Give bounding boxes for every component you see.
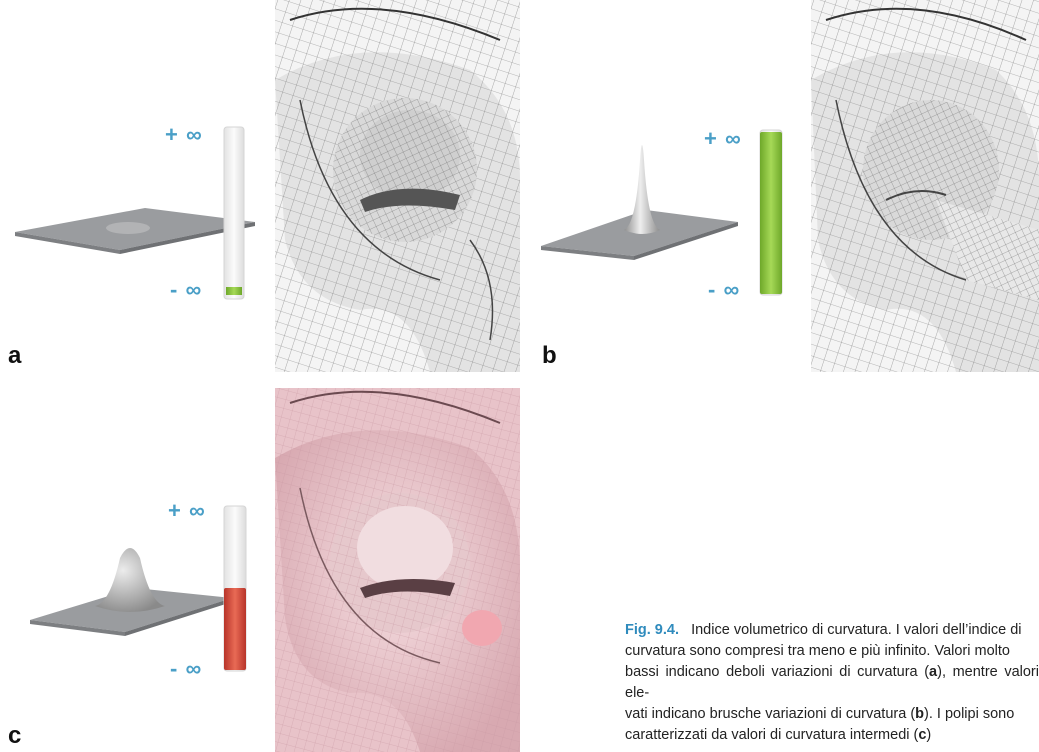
panel-letter: a bbox=[8, 342, 21, 370]
panel-b-graphic bbox=[536, 0, 1039, 372]
caption-text: ) bbox=[926, 727, 931, 743]
panel-letter: c bbox=[8, 722, 21, 750]
panel-b: + ∞ - ∞ b bbox=[536, 0, 1039, 372]
caption-line: vati indicano brusche variazioni di curv… bbox=[625, 704, 1039, 725]
panel-a-graphic bbox=[0, 0, 520, 372]
caption-line: curvatura sono compresi tra meno e più i… bbox=[625, 641, 1039, 662]
minus-infinity-label: - ∞ bbox=[170, 277, 202, 303]
panel-a: + ∞ - ∞ a bbox=[0, 0, 520, 372]
plus-infinity-label: + ∞ bbox=[704, 126, 742, 152]
caption-text: bassi indicano deboli variazioni di curv… bbox=[625, 664, 929, 680]
caption-line: caratterizzati da valori di curvatura in… bbox=[625, 725, 1039, 746]
caption-line: Fig. 9.4. Indice volumetrico di curvatur… bbox=[625, 620, 1039, 641]
caption-ref: a bbox=[929, 664, 937, 680]
caption-ref: b bbox=[915, 706, 924, 722]
panel-letter: b bbox=[542, 342, 557, 370]
caption-text: vati indicano brusche variazioni di curv… bbox=[625, 706, 915, 722]
curvature-bar-fill bbox=[224, 588, 246, 670]
colon-mesh-image bbox=[811, 0, 1039, 372]
minus-infinity-label: - ∞ bbox=[170, 656, 202, 682]
caption-text: ). I polipi sono bbox=[924, 706, 1014, 722]
figure-number: Fig. 9.4. bbox=[625, 622, 679, 638]
minus-infinity-label: - ∞ bbox=[708, 277, 740, 303]
plus-infinity-label: + ∞ bbox=[168, 498, 206, 524]
panel-c-graphic bbox=[0, 388, 520, 752]
caption-line: bassi indicano deboli variazioni di curv… bbox=[625, 662, 1039, 704]
plus-infinity-label: + ∞ bbox=[165, 122, 203, 148]
caption-text: caratterizzati da valori di curvatura in… bbox=[625, 727, 918, 743]
curvature-bar-fill bbox=[226, 287, 242, 295]
colon-mesh-image bbox=[275, 388, 520, 752]
curvature-bar-tube bbox=[224, 127, 244, 299]
panel-c: + ∞ - ∞ c bbox=[0, 388, 520, 752]
figure-caption: Fig. 9.4. Indice volumetrico di curvatur… bbox=[625, 620, 1039, 752]
caption-text: Indice volumetrico di curvatura. I valor… bbox=[691, 622, 1021, 638]
curvature-bar-fill bbox=[760, 132, 782, 294]
colon-mesh-image bbox=[275, 0, 520, 372]
